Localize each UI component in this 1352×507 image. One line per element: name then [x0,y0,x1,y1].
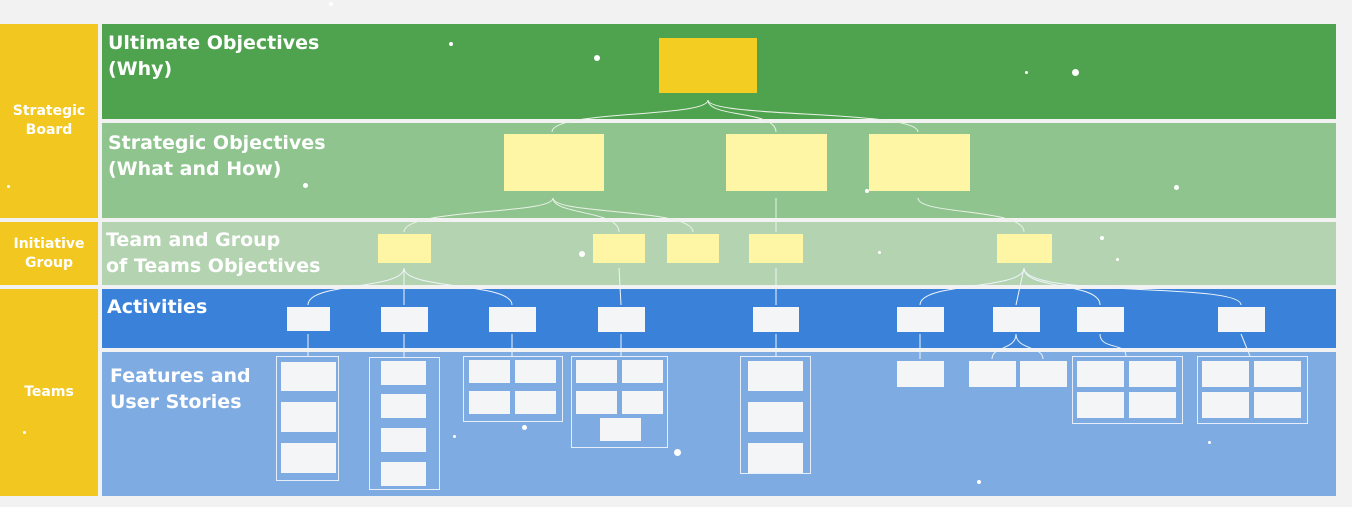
activity-card[interactable] [287,307,330,331]
speckle [453,435,456,438]
speckle [449,42,453,46]
activity-card[interactable] [1077,307,1124,332]
user-story-card[interactable] [1202,361,1249,387]
user-story-card[interactable] [897,361,944,387]
speckle [522,425,527,430]
user-story-card[interactable] [381,361,426,385]
sidebar-initiative-label: Initiative Group [13,235,85,271]
speckle [1025,71,1028,74]
user-story-card[interactable] [622,391,663,414]
speckle [1116,258,1119,261]
speckle [23,431,26,434]
activity-card[interactable] [381,307,428,332]
user-story-card[interactable] [748,361,803,391]
user-story-card[interactable] [1202,392,1249,418]
user-story-card[interactable] [381,462,426,486]
user-story-card[interactable] [281,402,336,432]
sidebar-teams-label: Teams [24,384,74,400]
speckle [594,55,600,61]
speckle [579,251,585,257]
activity-card[interactable] [489,307,536,332]
user-story-card[interactable] [381,428,426,452]
user-story-frame [740,356,811,474]
sticky-note-strategic[interactable] [726,134,827,191]
speckle [303,183,308,188]
user-story-card[interactable] [1254,392,1301,418]
sticky-note-team-objective[interactable] [378,234,431,263]
speckle [878,251,881,254]
user-story-card[interactable] [622,360,663,383]
speckle [977,480,981,484]
user-story-card[interactable] [1254,361,1301,387]
sidebar-teams: Teams [0,289,98,496]
user-story-card[interactable] [469,360,510,383]
activity-card[interactable] [1218,307,1265,332]
activity-card[interactable] [993,307,1040,332]
user-story-frame [571,356,668,448]
band-features-label: Features and User Stories [110,365,251,413]
user-story-card[interactable] [748,402,803,432]
speckle [329,2,333,6]
user-story-frame [276,356,339,481]
sticky-note-team-objective[interactable] [749,234,803,263]
user-story-card[interactable] [576,360,617,383]
user-story-card[interactable] [469,391,510,414]
user-story-card[interactable] [576,391,617,414]
sticky-note-ultimate[interactable] [659,38,757,93]
user-story-frame [1072,356,1183,424]
user-story-card[interactable] [515,391,556,414]
speckle [865,189,869,193]
user-story-card[interactable] [1077,392,1124,418]
speckle [674,449,681,456]
activity-card[interactable] [598,307,645,332]
user-story-frame [1197,356,1308,424]
activity-card[interactable] [897,307,944,332]
user-story-card[interactable] [748,443,803,473]
sidebar-initiative-group: Initiative Group [0,222,98,285]
user-story-card[interactable] [515,360,556,383]
sticky-note-strategic[interactable] [869,134,970,191]
speckle [7,185,10,188]
user-story-card[interactable] [1077,361,1124,387]
speckle [1072,69,1079,76]
band-strategic-label: Strategic Objectives (What and How) [108,132,326,180]
sticky-note-team-objective[interactable] [997,234,1052,263]
activity-card[interactable] [753,307,799,332]
user-story-card[interactable] [600,418,641,441]
user-story-frame [463,356,563,422]
user-story-frame [369,357,440,490]
user-story-card[interactable] [281,362,336,391]
user-story-card[interactable] [1020,361,1067,387]
band-ultimate-label: Ultimate Objectives (Why) [108,32,320,80]
user-story-card[interactable] [1129,392,1176,418]
sidebar-strategic-label: Strategic Board [12,103,86,138]
band-activities-label: Activities [107,296,208,318]
sticky-note-team-objective[interactable] [593,234,645,263]
sidebar-strategic-board: Strategic Board [0,24,98,218]
band-team-group-label: Team and Group of Teams Objectives [106,229,321,277]
user-story-card[interactable] [969,361,1016,387]
band-team-group-objectives: Team and Group of Teams Objectives [102,222,1336,285]
sticky-note-strategic[interactable] [504,134,604,191]
speckle [1208,441,1211,444]
user-story-card[interactable] [281,443,336,473]
user-story-card[interactable] [1129,361,1176,387]
user-story-card[interactable] [381,394,426,418]
speckle [1174,185,1179,190]
speckle [1100,236,1104,240]
sticky-note-team-objective[interactable] [667,234,719,263]
band-strategic-objectives: Strategic Objectives (What and How) [102,123,1336,218]
